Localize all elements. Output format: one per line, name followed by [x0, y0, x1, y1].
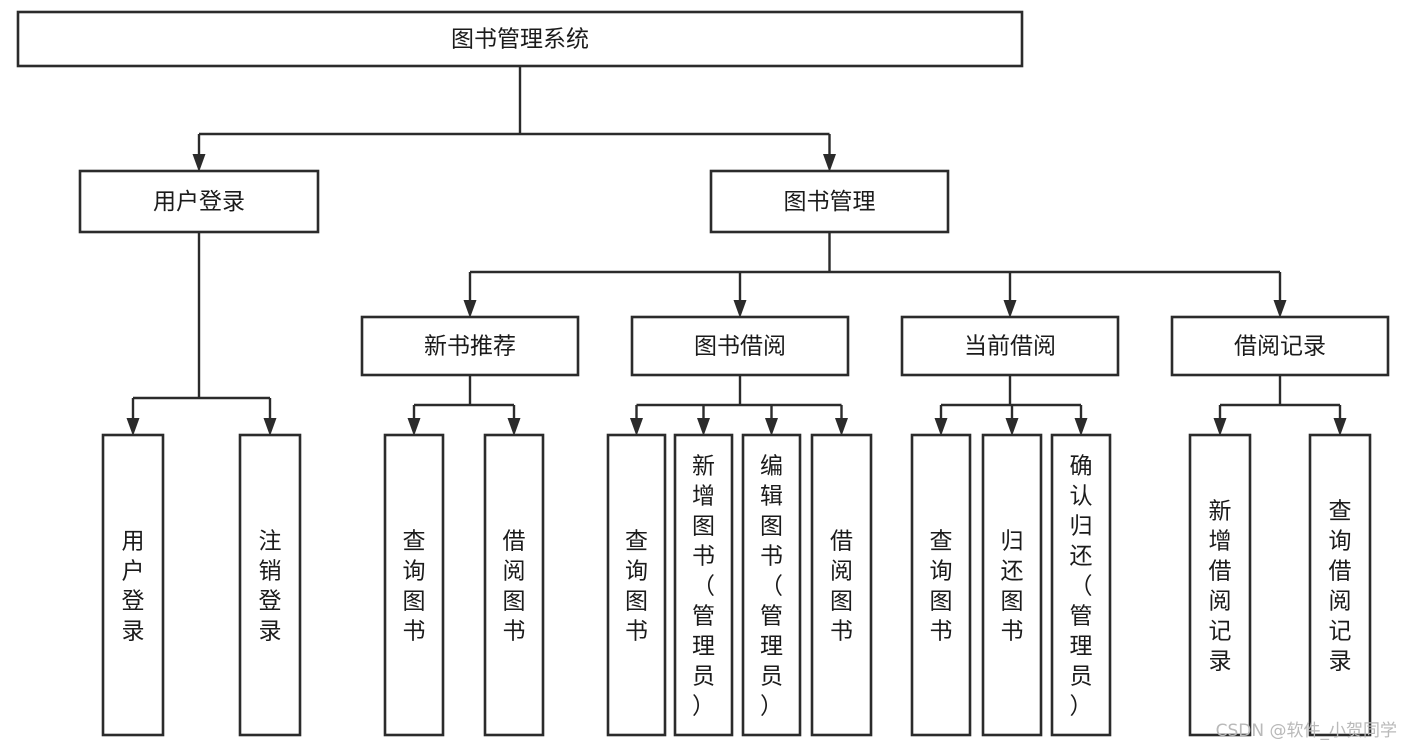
arrow-head-icon	[1003, 300, 1017, 318]
node-label-root: 图书管理系统	[451, 27, 589, 53]
node-label-leaf-borrow-book: 借阅图书	[830, 528, 853, 644]
node-borrow-record[interactable]: 借阅记录	[1170, 315, 1390, 377]
node-leaf-query-book-recommend[interactable]: 查询图书	[383, 433, 445, 737]
watermark-label: CSDN @软件_小贺同学	[1216, 721, 1397, 741]
arrow-head-icon	[1273, 300, 1287, 318]
node-label-leaf-user-login: 用户登录	[122, 528, 145, 644]
node-label-current-borrow: 当前借阅	[964, 334, 1056, 360]
node-current-borrow[interactable]: 当前借阅	[900, 315, 1120, 377]
node-label-leaf-edit-book-admin: 编辑图书（管理员）	[760, 453, 783, 719]
node-leaf-confirm-return-admin[interactable]: 确认归还（管理员）	[1050, 433, 1112, 737]
arrow-head-icon	[1074, 418, 1088, 436]
arrow-head-icon	[697, 418, 710, 436]
edge-group-new-book-recommend	[407, 375, 521, 436]
node-box-leaf-return-book[interactable]	[981, 433, 1043, 737]
node-root[interactable]: 图书管理系统	[16, 10, 1024, 68]
node-box-leaf-query-book-current[interactable]	[910, 433, 972, 737]
node-leaf-edit-book-admin[interactable]: 编辑图书（管理员）	[741, 433, 802, 737]
node-box-leaf-query-borrow-record[interactable]	[1308, 433, 1372, 737]
arrow-head-icon	[823, 154, 836, 172]
node-box-current-borrow[interactable]	[900, 315, 1120, 377]
node-label-leaf-add-book-admin: 新增图书（管理员）	[692, 453, 715, 719]
node-box-leaf-add-borrow-record[interactable]	[1188, 433, 1252, 737]
edge-group-borrow-record	[1213, 375, 1347, 436]
node-box-leaf-logout-login[interactable]	[238, 433, 302, 737]
node-leaf-query-book-borrow[interactable]: 查询图书	[606, 433, 667, 737]
arrow-head-icon	[934, 418, 948, 436]
edge-group-book-management	[463, 232, 1287, 318]
node-label-book-management: 图书管理	[784, 189, 876, 215]
arrow-head-icon	[1333, 418, 1347, 436]
edge-group-root	[192, 66, 836, 172]
node-box-book-management[interactable]	[709, 169, 950, 234]
node-label-user-login: 用户登录	[153, 189, 245, 215]
arrow-head-icon	[630, 418, 643, 436]
arrow-head-icon	[765, 418, 778, 436]
node-leaf-add-book-admin[interactable]: 新增图书（管理员）	[673, 433, 734, 737]
arrow-head-icon	[126, 418, 140, 436]
node-box-leaf-confirm-return-admin[interactable]	[1050, 433, 1112, 737]
arrow-head-icon	[507, 418, 521, 436]
node-label-borrow-record: 借阅记录	[1234, 334, 1326, 360]
node-label-book-borrow: 图书借阅	[694, 334, 786, 360]
node-book-management[interactable]: 图书管理	[709, 169, 950, 234]
arrow-head-icon	[463, 300, 477, 318]
node-label-leaf-query-book-borrow: 查询图书	[625, 528, 648, 644]
node-label-new-book-recommend: 新书推荐	[424, 334, 516, 360]
edge-group-current-borrow	[934, 375, 1088, 436]
arrow-head-icon	[407, 418, 421, 436]
node-label-leaf-confirm-return-admin: 确认归还（管理员）	[1070, 453, 1093, 719]
node-leaf-borrow-book-recommend[interactable]: 借阅图书	[483, 433, 545, 737]
node-box-leaf-borrow-book-recommend[interactable]	[483, 433, 545, 737]
arrow-head-icon	[1213, 418, 1227, 436]
node-user-login[interactable]: 用户登录	[78, 169, 320, 234]
node-label-leaf-query-book-recommend: 查询图书	[403, 528, 426, 644]
edge-group-user-login	[126, 232, 277, 436]
node-box-leaf-user-login[interactable]	[101, 433, 165, 737]
node-layer: 图书管理系统用户登录图书管理新书推荐图书借阅当前借阅借阅记录用户登录注销登录查询…	[16, 10, 1390, 737]
node-box-leaf-query-book-borrow[interactable]	[606, 433, 667, 737]
node-box-leaf-query-book-recommend[interactable]	[383, 433, 445, 737]
arrow-head-icon	[1005, 418, 1019, 436]
arrow-head-icon	[733, 300, 747, 318]
node-leaf-user-login[interactable]: 用户登录	[101, 433, 165, 737]
node-leaf-borrow-book[interactable]: 借阅图书	[810, 433, 873, 737]
node-box-root[interactable]	[16, 10, 1024, 68]
connector-layer	[126, 66, 1347, 436]
node-leaf-query-borrow-record[interactable]: 查询借阅记录	[1308, 433, 1372, 737]
node-label-leaf-query-borrow-record: 查询借阅记录	[1329, 498, 1352, 674]
node-label-leaf-logout-login: 注销登录	[259, 528, 282, 644]
node-box-borrow-record[interactable]	[1170, 315, 1390, 377]
arrow-head-icon	[192, 154, 206, 172]
node-leaf-logout-login[interactable]: 注销登录	[238, 433, 302, 737]
node-label-leaf-borrow-book-recommend: 借阅图书	[503, 528, 526, 644]
node-leaf-return-book[interactable]: 归还图书	[981, 433, 1043, 737]
node-label-leaf-return-book: 归还图书	[1001, 528, 1024, 644]
node-box-leaf-borrow-book[interactable]	[810, 433, 873, 737]
node-label-leaf-query-book-current: 查询图书	[930, 528, 953, 644]
node-box-leaf-edit-book-admin[interactable]	[741, 433, 802, 737]
arrow-head-icon	[835, 418, 848, 436]
node-box-leaf-add-book-admin[interactable]	[673, 433, 734, 737]
node-leaf-query-book-current[interactable]: 查询图书	[910, 433, 972, 737]
arrow-head-icon	[263, 418, 277, 436]
node-box-new-book-recommend[interactable]	[360, 315, 580, 377]
node-leaf-add-borrow-record[interactable]: 新增借阅记录	[1188, 433, 1252, 737]
node-box-user-login[interactable]	[78, 169, 320, 234]
node-box-book-borrow[interactable]	[630, 315, 850, 377]
node-new-book-recommend[interactable]: 新书推荐	[360, 315, 580, 377]
edge-group-book-borrow	[630, 375, 848, 436]
node-book-borrow[interactable]: 图书借阅	[630, 315, 850, 377]
node-label-leaf-add-borrow-record: 新增借阅记录	[1209, 498, 1232, 674]
